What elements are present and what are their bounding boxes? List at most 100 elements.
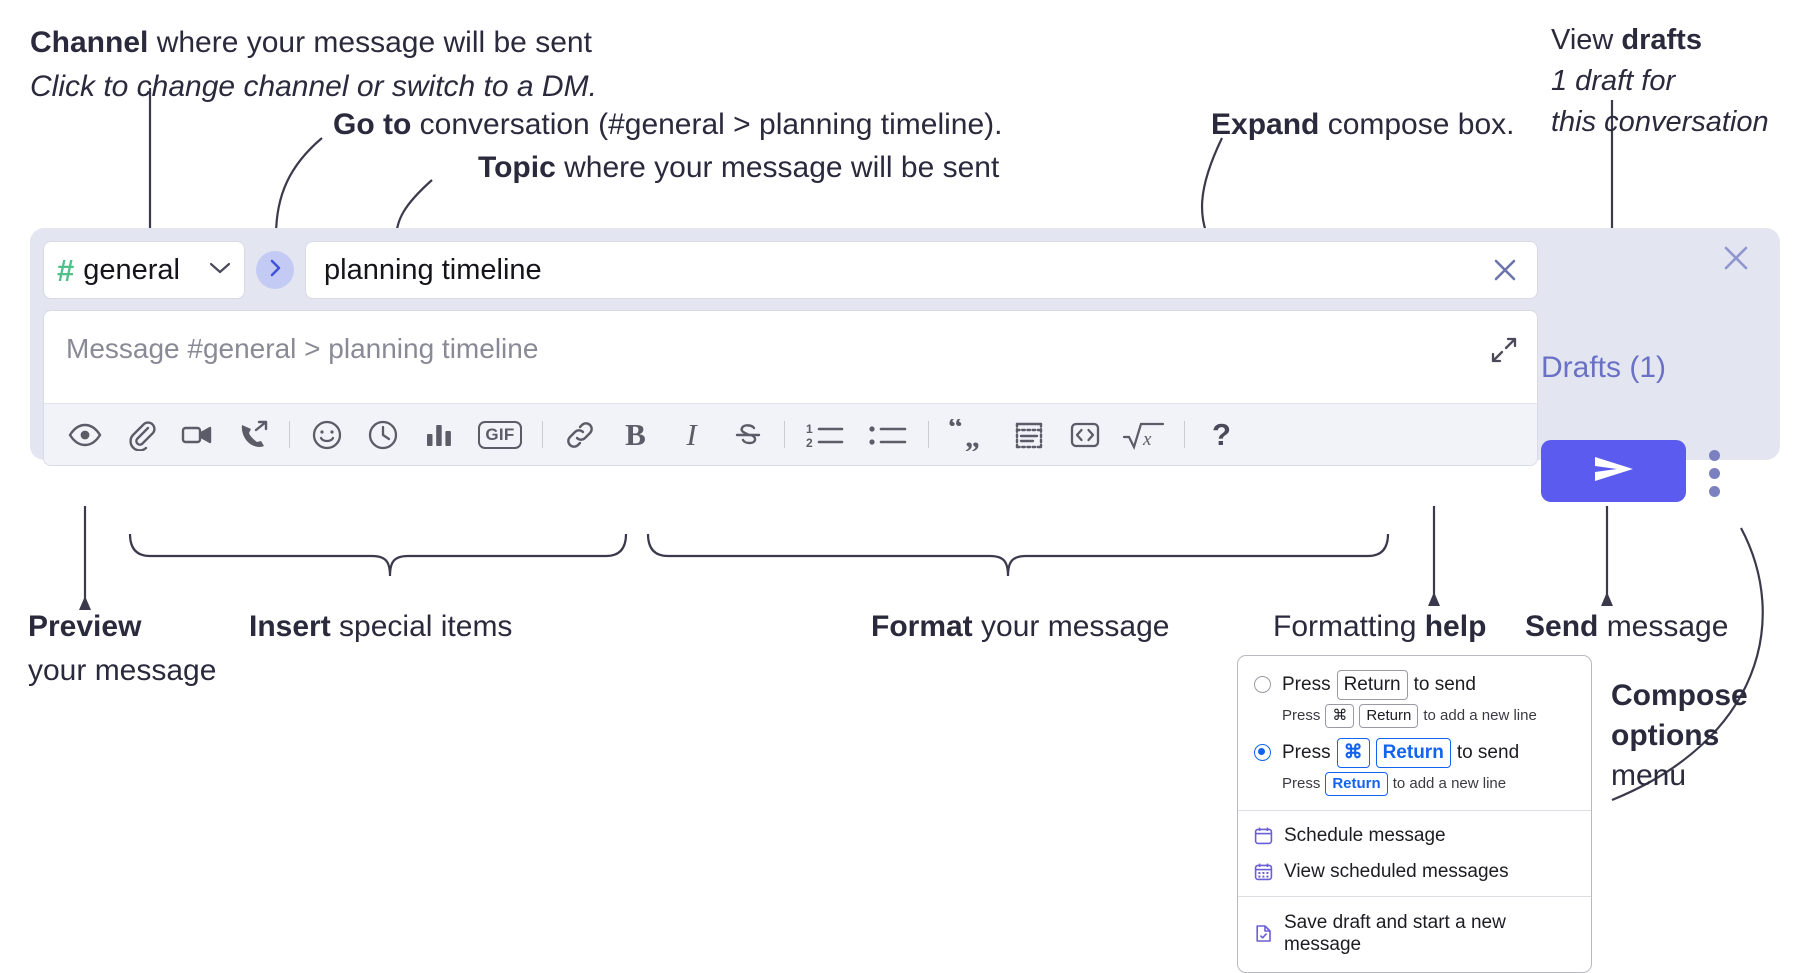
annotation-help: Formatting help	[1273, 608, 1486, 646]
link-icon[interactable]	[557, 412, 602, 457]
more-options-icon[interactable]	[1709, 450, 1720, 497]
radio-option-return[interactable]: Press Return to send	[1254, 670, 1575, 700]
bold-icon[interactable]: B	[613, 412, 658, 457]
option2-post: to send	[1456, 741, 1520, 763]
inline-code-icon[interactable]	[1062, 412, 1107, 457]
key-return: Return	[1359, 703, 1419, 728]
annotation-goto: Go to conversation (#general > planning …	[333, 106, 1003, 144]
annotation-insert-bold: Insert	[249, 610, 331, 643]
annotation-format: Format your message	[871, 608, 1169, 646]
menu-item-label: Save draft and start a new message	[1284, 911, 1506, 955]
kebab-dot	[1709, 486, 1720, 497]
calendar-grid-icon	[1254, 862, 1273, 881]
math-icon[interactable]: x	[1118, 412, 1170, 457]
annotation-topic-bold: Topic	[478, 151, 556, 184]
annotation-channel: Channel where your message will be sent …	[30, 24, 597, 107]
message-placeholder: Message #general > planning timeline	[66, 333, 539, 364]
option2-sub-pre: Press	[1282, 775, 1321, 793]
poll-bar-chart-icon[interactable]	[416, 412, 461, 457]
radio-option-cmd-return[interactable]: Press ⌘ Return to send	[1254, 737, 1575, 768]
goto-conversation-button[interactable]	[256, 251, 294, 289]
annotation-preview: Preview your message	[28, 608, 216, 691]
ordered-list-icon[interactable]: 1 2	[799, 412, 851, 457]
key-return: Return	[1325, 771, 1388, 796]
svg-text:2: 2	[806, 436, 813, 450]
channel-selector[interactable]: # general	[43, 241, 245, 299]
emoji-icon[interactable]	[304, 412, 349, 457]
annotation-compose-options-bold1: Compose	[1611, 679, 1748, 712]
draft-section: Save draft and start a new message	[1238, 897, 1591, 972]
radio-button[interactable]	[1254, 676, 1271, 694]
annotation-insert-rest: special items	[330, 610, 513, 643]
annotation-send-rest: message	[1598, 610, 1729, 643]
bulleted-list-icon[interactable]	[862, 412, 914, 457]
radio-button-selected[interactable]	[1254, 744, 1271, 762]
option1-sub-post: to add a new line	[1423, 707, 1537, 725]
schedule-clock-icon[interactable]	[360, 412, 405, 457]
channel-name: general	[83, 253, 180, 286]
expand-icon[interactable]	[1489, 335, 1519, 370]
drafts-link[interactable]: Drafts (1)	[1541, 351, 1667, 384]
strikethrough-icon[interactable]	[725, 412, 770, 457]
gif-icon[interactable]: GIF	[472, 412, 528, 457]
schedule-section: Schedule message View scheduled messages	[1238, 811, 1591, 896]
svg-text:1: 1	[806, 422, 813, 436]
annotation-format-rest: your message	[972, 610, 1170, 643]
annotation-preview-bold: Preview	[28, 610, 142, 643]
annotation-help-pre: Formatting	[1273, 610, 1425, 643]
italic-label: I	[686, 416, 697, 452]
option2-sub-post: to add a new line	[1392, 775, 1507, 793]
annotation-channel-rest: where your message will be sent	[148, 26, 592, 59]
toolbar-divider	[928, 421, 929, 448]
send-paper-plane-icon	[1589, 449, 1639, 494]
message-box: Message #general > planning timeline	[43, 310, 1538, 466]
option1-sub-pre: Press	[1282, 707, 1321, 725]
message-input[interactable]: Message #general > planning timeline	[44, 311, 1537, 403]
svg-text:“: “	[948, 419, 963, 444]
code-block-icon[interactable]	[1006, 412, 1051, 457]
svg-text:„: „	[965, 421, 980, 451]
annotation-drafts: View drafts 1 draft for this conversatio…	[1551, 22, 1769, 141]
annotation-format-bold: Format	[871, 610, 973, 643]
gif-label: GIF	[478, 420, 522, 449]
help-icon[interactable]: ?	[1199, 412, 1244, 457]
italic-icon[interactable]: I	[669, 412, 714, 457]
topic-value: planning timeline	[324, 253, 542, 286]
audio-call-icon[interactable]	[230, 412, 275, 457]
key-return: Return	[1375, 737, 1451, 768]
option1-post: to send	[1413, 673, 1476, 695]
kebab-dot	[1709, 468, 1720, 479]
annotation-help-bold: help	[1424, 610, 1487, 643]
annotation-goto-rest: conversation (#general > planning timeli…	[411, 108, 1003, 141]
annotation-drafts-italic1: 1 draft for	[1551, 65, 1676, 98]
send-shortcut-options: Press Return to send Press ⌘ Return to a…	[1238, 656, 1591, 810]
menu-divider	[1238, 895, 1591, 897]
toolbar-divider	[1184, 421, 1185, 448]
annotation-topic: Topic where your message will be sent	[478, 149, 999, 187]
menu-item-label: View scheduled messages	[1284, 860, 1509, 882]
annotation-send: Send message	[1525, 608, 1728, 646]
menu-item-save-draft[interactable]: Save draft and start a new message	[1238, 905, 1591, 963]
option2-pre: Press	[1282, 741, 1331, 763]
toolbar-divider	[542, 421, 543, 448]
topic-input[interactable]: planning timeline	[305, 241, 1538, 299]
key-command: ⌘	[1336, 737, 1370, 768]
annotation-insert: Insert special items	[249, 608, 512, 646]
preview-icon[interactable]	[62, 412, 107, 457]
menu-item-label: Schedule message	[1284, 824, 1446, 846]
close-icon[interactable]	[1489, 254, 1521, 286]
close-icon[interactable]	[1718, 240, 1754, 281]
annotation-compose-options: Compose options menu	[1611, 676, 1748, 797]
option1-pre: Press	[1282, 673, 1331, 695]
hash-icon: #	[57, 252, 75, 288]
annotation-channel-italic: Click to change channel or switch to a D…	[30, 70, 597, 104]
save-draft-icon	[1254, 924, 1273, 943]
menu-item-view-scheduled-messages[interactable]: View scheduled messages	[1238, 854, 1591, 890]
blockquote-icon[interactable]: “ „	[943, 412, 995, 457]
video-icon[interactable]	[174, 412, 219, 457]
menu-item-schedule-message[interactable]: Schedule message	[1238, 818, 1591, 854]
send-button[interactable]	[1541, 440, 1686, 502]
attachment-icon[interactable]	[118, 412, 163, 457]
option2-sub: Press Return to add a new line	[1282, 771, 1575, 796]
toolbar-divider	[289, 421, 290, 448]
